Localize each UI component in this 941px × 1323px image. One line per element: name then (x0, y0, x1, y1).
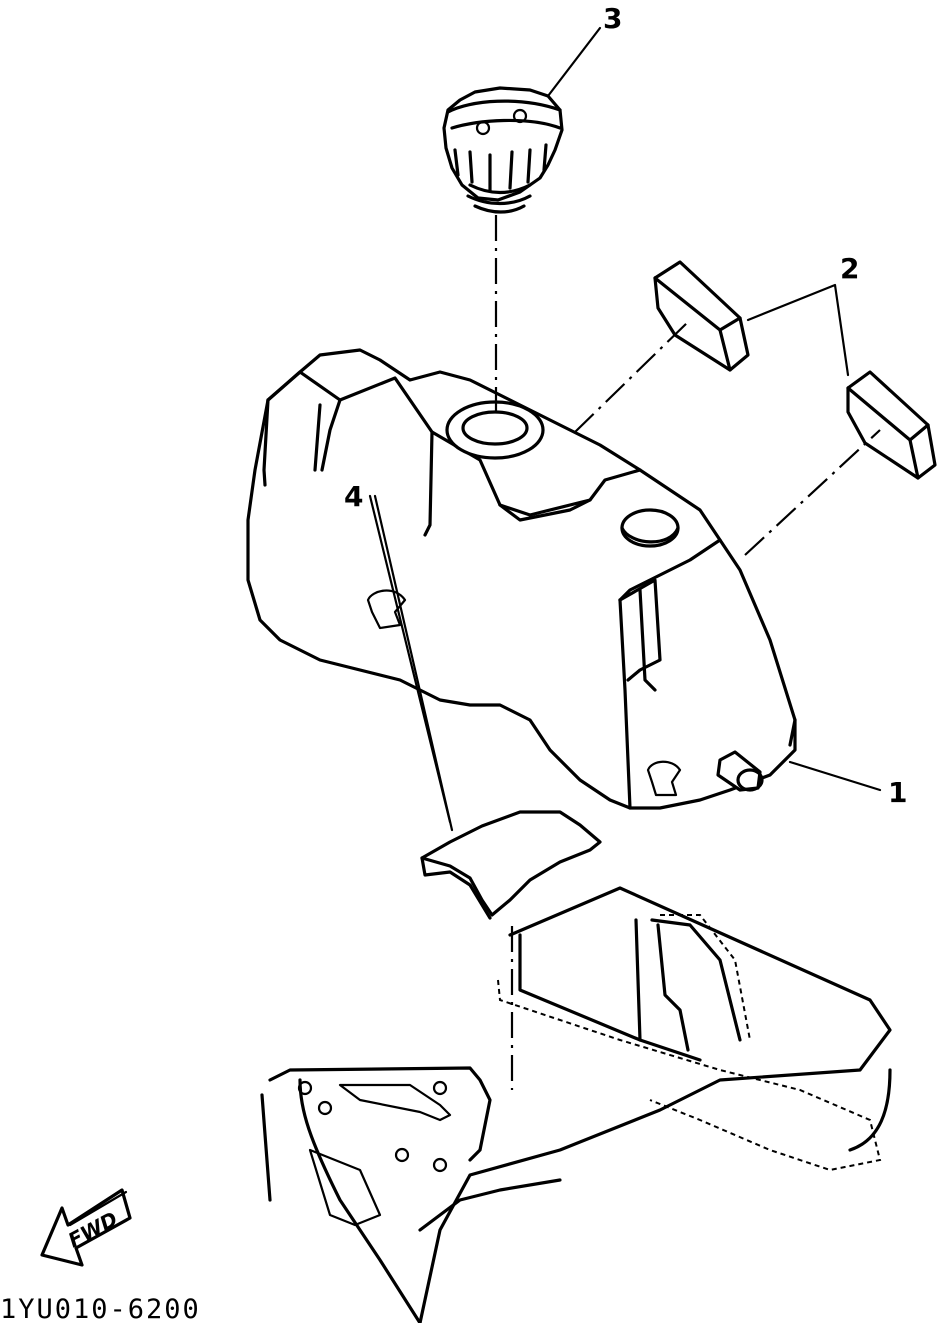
callout-4: 4 (344, 480, 363, 513)
fuel-tank (246, 348, 797, 810)
seat-pad (420, 810, 602, 920)
callout-1: 1 (888, 776, 907, 809)
leader-lines (368, 26, 882, 1090)
diagram-code: 1YU010-6200 (0, 1294, 201, 1323)
fwd-arrow: FWD (40, 1188, 132, 1267)
tank-cap (442, 86, 564, 214)
damper-upper (653, 260, 750, 372)
damper-lower (846, 370, 937, 480)
callout-2: 2 (840, 252, 859, 285)
frame (260, 886, 892, 1323)
callout-3: 3 (603, 2, 622, 35)
